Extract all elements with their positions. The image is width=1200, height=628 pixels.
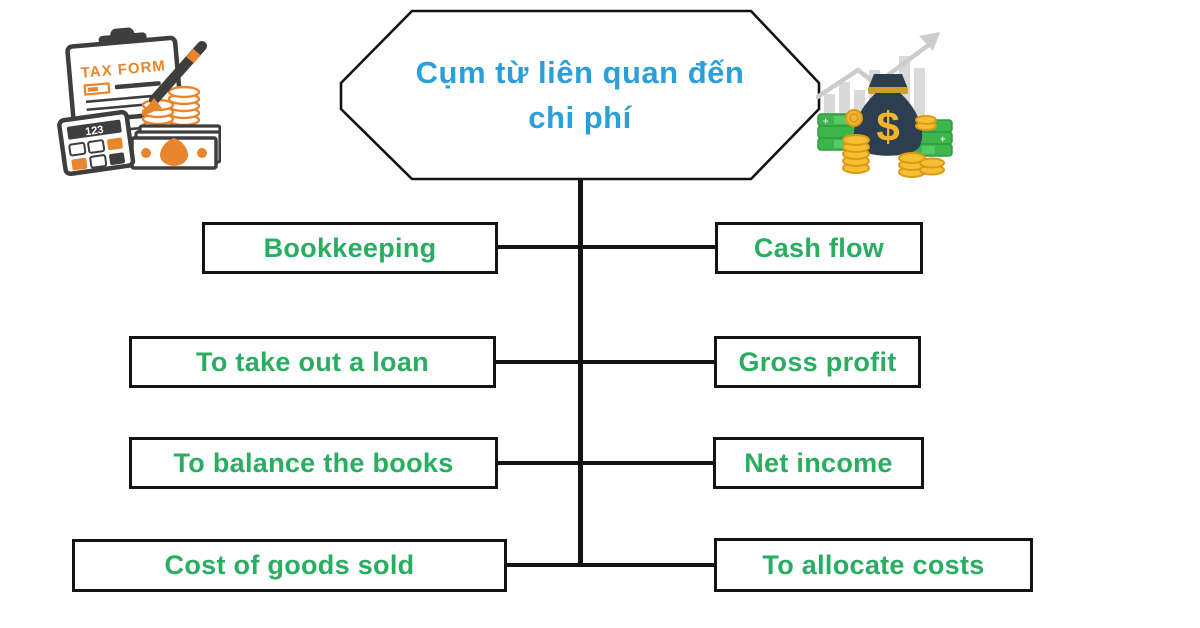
phrase-box-take-out-loan: To take out a loan	[129, 336, 496, 388]
phrase-label: Cash flow	[753, 232, 885, 263]
title-hexagon	[339, 9, 821, 181]
cash-icon	[130, 124, 221, 170]
phrase-box-cash-flow: Cash flow	[715, 222, 923, 274]
calculator-icon: 123	[57, 109, 136, 177]
phrase-box-bookkeeping: Bookkeeping	[202, 222, 498, 274]
pen-icon	[137, 41, 207, 119]
phrase-label: To balance the books	[173, 447, 454, 478]
phrase-box-cost-of-goods: Cost of goods sold	[72, 539, 507, 592]
diagram-title: Cụm từ liên quan đến chi phí	[348, 50, 812, 140]
money-bag-illustration: ++ ++ $	[816, 32, 953, 178]
dollar-sign: $	[876, 103, 899, 150]
money-bag-icon: $	[853, 74, 923, 156]
connector-row-4	[506, 563, 718, 567]
phrase-box-gross-profit: Gross profit	[714, 336, 921, 388]
tax-form-illustration: TAX FORM	[57, 27, 221, 177]
phrase-box-allocate-costs: To allocate costs	[714, 538, 1033, 592]
svg-text:+: +	[940, 134, 945, 144]
title-hexagon-shape	[339, 9, 821, 181]
phrase-label: Cost of goods sold	[164, 550, 415, 580]
title-line-1: Cụm từ liên quan đến	[415, 55, 745, 90]
calculator-display: 123	[85, 124, 105, 138]
trunk-line	[578, 179, 583, 567]
connector-row-2	[495, 360, 716, 364]
phrase-label: To take out a loan	[196, 346, 429, 377]
phrase-label: To allocate costs	[762, 549, 985, 580]
connector-row-1	[497, 245, 717, 249]
connector-row-3	[497, 461, 715, 465]
phrase-box-balance-books: To balance the books	[129, 437, 498, 489]
coin-stack-icon	[842, 109, 945, 178]
phrase-label: Bookkeeping	[263, 232, 437, 263]
phrase-box-net-income: Net income	[713, 437, 924, 489]
phrase-label: Gross profit	[738, 346, 897, 377]
growth-arrow-icon	[816, 32, 940, 100]
phrase-label: Net income	[744, 447, 893, 478]
title-line-2: chi phí	[528, 100, 632, 135]
svg-text:+: +	[823, 116, 828, 126]
